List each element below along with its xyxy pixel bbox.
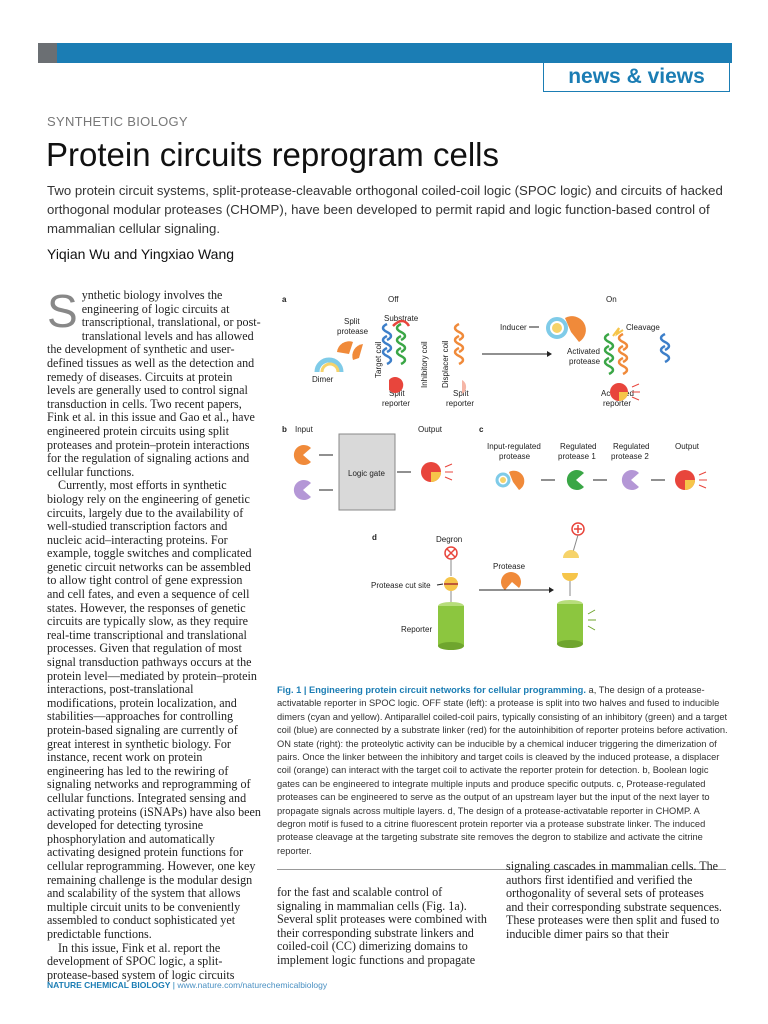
body-column-3: signaling cascades in mammalian cells. T… bbox=[506, 859, 724, 942]
caption-divider bbox=[277, 869, 726, 870]
target-coil-label: Target coil bbox=[374, 341, 383, 378]
input-regulated-label-1: Input-regulated bbox=[487, 442, 541, 451]
figure-1-caption-label: Fig. 1 | Engineering protein circuit net… bbox=[277, 685, 586, 695]
cut-site-label: Protease cut site bbox=[371, 581, 431, 590]
off-label: Off bbox=[388, 295, 399, 304]
page-footer: NATURE CHEMICAL BIOLOGY | www.nature.com… bbox=[47, 980, 327, 990]
dimer-yellow-shape bbox=[320, 362, 340, 373]
split-reporter-shape-2 bbox=[462, 380, 467, 394]
col2-paragraph: for the fast and scalable control of sig… bbox=[277, 885, 487, 967]
split-protease-label-1: Split bbox=[344, 317, 360, 326]
article-authors: Yiqian Wu and Yingxiao Wang bbox=[47, 246, 235, 262]
paragraph-2: Currently, most efforts in synthetic bio… bbox=[47, 478, 261, 941]
logic-gate-box bbox=[338, 433, 396, 511]
figure-1-caption: Fig. 1 | Engineering protein circuit net… bbox=[277, 684, 729, 858]
footer-journal: NATURE CHEMICAL BIOLOGY bbox=[47, 980, 171, 990]
input-regulated-label-2: protease bbox=[499, 452, 531, 461]
regulated-protease-1 bbox=[566, 470, 584, 490]
regulated-1-label-a: Regulated bbox=[560, 442, 596, 451]
cleavage-lightning-icon bbox=[612, 327, 624, 337]
regulated-1-label-b: protease 1 bbox=[558, 452, 596, 461]
signal-rays-b bbox=[444, 463, 453, 481]
activated-protease-label-2: protease bbox=[569, 357, 601, 366]
drop-cap: S bbox=[47, 285, 78, 337]
split-reporter-b-label-2: reporter bbox=[446, 399, 474, 408]
signal-rays-a bbox=[631, 383, 640, 401]
citrine-reporter-d-right bbox=[557, 604, 583, 644]
split-reporter-b-label-1: Split bbox=[453, 389, 469, 398]
protease-shape-d bbox=[501, 572, 521, 590]
split-protease-half-2 bbox=[352, 344, 363, 360]
inhibitory-coil-label: Inhibitory coil bbox=[420, 341, 429, 388]
target-coil-shape bbox=[381, 319, 411, 366]
panel-a-letter: a bbox=[282, 295, 287, 304]
figure-1: a Off On Split protease Substrate Target… bbox=[282, 295, 707, 650]
inducer-label: Inducer bbox=[500, 323, 527, 332]
split-protease-half-1 bbox=[337, 341, 353, 354]
input-label: Input bbox=[295, 425, 314, 434]
displacer-coil-label: Displacer coil bbox=[441, 340, 450, 388]
figure-1-caption-text: a, The design of a protease-activatable … bbox=[277, 685, 728, 856]
split-reporter-shape-1 bbox=[389, 377, 404, 393]
inducer-protease-complex bbox=[546, 317, 568, 339]
input-regulated-protease bbox=[495, 472, 511, 488]
dimer-label: Dimer bbox=[312, 375, 334, 384]
cleavage-label: Cleavage bbox=[626, 323, 660, 332]
news-views-badge: news & views bbox=[543, 63, 730, 92]
header-bar-grey-tab bbox=[38, 43, 57, 63]
signal-rays-c bbox=[698, 471, 707, 489]
header-bar bbox=[38, 43, 732, 63]
output-label-c: Output bbox=[675, 442, 700, 451]
footer-separator: | bbox=[170, 980, 178, 990]
col3-paragraph: signaling cascades in mammalian cells. T… bbox=[506, 859, 722, 941]
article-abstract: Two protein circuit systems, split-prote… bbox=[47, 183, 723, 236]
panel-d-letter: d bbox=[372, 533, 377, 542]
activated-reporter-label-2: reporter bbox=[603, 399, 631, 408]
cut-site-pointer bbox=[436, 583, 444, 586]
panel-c-letter: c bbox=[479, 425, 484, 434]
panel-b-letter: b bbox=[282, 425, 287, 434]
reporter-label-d: Reporter bbox=[401, 625, 432, 634]
regulated-2-label-a: Regulated bbox=[613, 442, 649, 451]
dimer-cyan-shape bbox=[314, 357, 344, 373]
split-protease-label-2: protease bbox=[337, 327, 369, 336]
article-title: Protein circuits reprogram cells bbox=[46, 136, 499, 173]
activated-protease-label-1: Activated bbox=[567, 347, 600, 356]
activated-protease-shape bbox=[565, 316, 586, 342]
body-column-2: for the fast and scalable control of sig… bbox=[277, 885, 487, 968]
citrine-reporter-d-left bbox=[438, 606, 464, 646]
output-label-b: Output bbox=[418, 425, 443, 434]
paragraph-1-text: ynthetic biology involves the engineerin… bbox=[47, 288, 261, 479]
regulated-protease-2 bbox=[621, 470, 639, 490]
section-label: SYNTHETIC BIOLOGY bbox=[47, 114, 188, 129]
protease-label-d: Protease bbox=[493, 562, 526, 571]
cleaved-cut-site-top bbox=[563, 550, 579, 558]
split-reporter-label-2: reporter bbox=[382, 399, 410, 408]
regulated-2-label-b: protease 2 bbox=[611, 452, 649, 461]
activated-coil-shapes bbox=[603, 332, 671, 376]
on-label: On bbox=[606, 295, 617, 304]
paragraph-3: In this issue, Fink et al. report the de… bbox=[47, 940, 235, 982]
logic-gate-label: Logic gate bbox=[348, 469, 385, 478]
displacer-coil-shape bbox=[453, 322, 465, 366]
cleaved-cut-site-bottom bbox=[562, 573, 578, 581]
footer-url-link[interactable]: www.nature.com/naturechemicalbiology bbox=[177, 980, 328, 990]
input-protease-purple bbox=[293, 480, 311, 500]
input-protease-orange bbox=[293, 445, 311, 465]
split-reporter-label-1: Split bbox=[389, 389, 405, 398]
degron-label: Degron bbox=[436, 535, 462, 544]
signal-rays-d bbox=[587, 609, 596, 631]
substrate-label: Substrate bbox=[384, 314, 419, 323]
